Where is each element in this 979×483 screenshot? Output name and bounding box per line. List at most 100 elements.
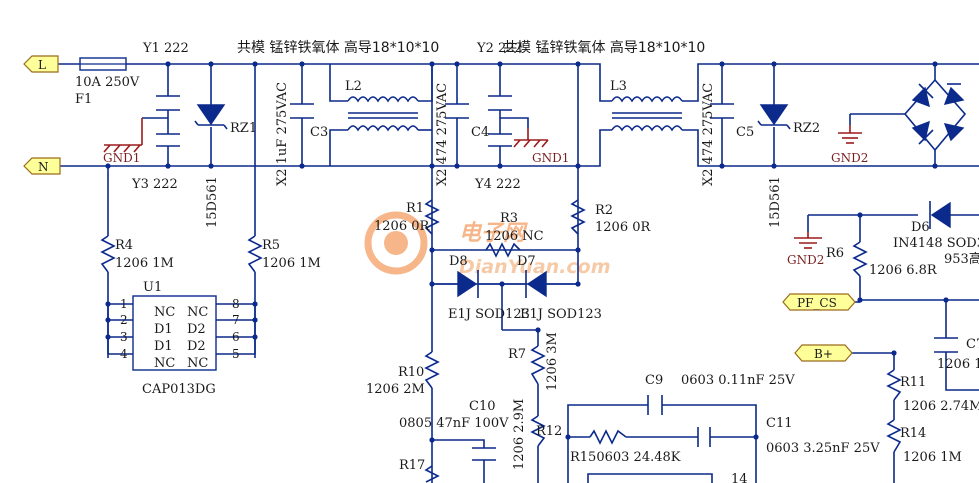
resistor-r12: [530, 415, 546, 447]
label-r14: R14: [900, 426, 926, 441]
diode-d8: [457, 270, 479, 298]
varistor-rz1: [194, 104, 228, 130]
label-r4: R4: [115, 238, 133, 253]
label-c5: C5: [736, 125, 754, 140]
label-choke2: 共模 锰锌铁氧体 高导18*10*10: [503, 39, 705, 56]
ground-gnd2-top: [838, 125, 862, 144]
label-l3: L3: [610, 79, 627, 94]
resistor-r7: [530, 345, 546, 385]
capacitor-y4: [488, 133, 512, 147]
capacitor-y1: [156, 95, 180, 111]
label-r2-value: 1206 0R: [595, 220, 651, 235]
port-n-label: N: [38, 160, 49, 174]
label-r11: R11: [900, 375, 926, 390]
label-r15: R150603 24.48K: [570, 450, 681, 465]
resistor-r14: [886, 419, 902, 453]
label-c7: C7: [966, 337, 979, 352]
label-rz1: RZ1: [230, 121, 257, 136]
watermark-logo-dot: [384, 231, 408, 255]
label-c10: C10: [469, 399, 496, 414]
label-r3-value: 1206 NC: [485, 229, 544, 244]
label-d6: D6: [911, 220, 930, 235]
capacitor-c4: [445, 103, 469, 119]
u1-pin-2: 2: [120, 313, 128, 327]
label-r11-value: 1206 2.74M: [903, 399, 979, 414]
watermark: 电子网 DianYuan.com: [364, 211, 611, 278]
label-y3: Y3 222: [131, 177, 178, 192]
label-r17: R17: [399, 458, 425, 473]
resistor-r4: [100, 235, 116, 273]
label-d7: D7: [517, 254, 536, 269]
u1-pin-name-3: D1: [154, 339, 173, 354]
diode-d6: [929, 201, 951, 229]
inductor-l3: [611, 96, 683, 132]
u1-pin-1: 1: [120, 297, 128, 311]
label-rz2-value: 15D561: [768, 176, 783, 228]
capacitor-c3: [290, 103, 314, 119]
u1-pin-numbers: 1 2 3 4 8 7 6 5: [120, 297, 240, 361]
label-c9-value: 0603 0.11nF 25V: [681, 373, 795, 388]
vertical-labels: X2 1uF 275VAC X2 474 275VAC X2 474 275VA…: [205, 82, 783, 470]
label-u1: U1: [143, 280, 162, 295]
ic-u1: [132, 295, 217, 371]
u1-pin-8: 8: [232, 297, 240, 311]
label-f1: F1: [75, 92, 92, 107]
u1-pin-3: 3: [120, 330, 128, 344]
label-d8: D8: [449, 254, 468, 269]
resistor-r6: [852, 241, 868, 277]
label-y2: Y2 222: [476, 41, 523, 56]
label-gnd2-top: GND2: [831, 151, 868, 165]
u1-pin-name-1: NC: [154, 305, 175, 320]
label-r1: R1: [406, 201, 424, 216]
label-r12-value: 1206 2.9M: [512, 399, 527, 470]
label-l2: L2: [345, 79, 362, 94]
resistor-r2: [570, 199, 586, 235]
port-pf-cs-label: PF_CS: [797, 296, 837, 310]
u1-pin-name-5: NC: [187, 356, 208, 371]
label-c4-value: X2 474 275VAC: [435, 83, 450, 186]
label-choke1: 共模 锰锌铁氧体 高导18*10*10: [237, 39, 439, 56]
ground-gnd1-right: [513, 128, 549, 148]
label-r7: R7: [508, 347, 526, 362]
label-r6: R6: [826, 246, 844, 261]
u1-pin-name-2: D1: [154, 322, 173, 337]
capacitor-y2: [488, 95, 512, 111]
label-r14-value: 1206 1M: [903, 450, 962, 465]
label-c10-value: 0805 47nF 100V: [399, 416, 509, 431]
label-rz1-value: 15D561: [205, 176, 220, 228]
label-r2: R2: [595, 203, 613, 218]
resistor-r1: [424, 199, 440, 235]
label-r7-value: 1206 3M: [545, 332, 560, 391]
port-l-label: L: [38, 58, 46, 72]
capacitor-c11: [697, 427, 711, 447]
u1-pin-name-8: NC: [187, 305, 208, 320]
label-d6-value-2: 953高: [944, 251, 979, 267]
label-r3: R3: [500, 211, 518, 226]
watermark-cn: 电子网: [459, 221, 528, 246]
u1-pin-7: 7: [232, 313, 240, 327]
u1-pin-name-7: D2: [187, 322, 206, 337]
junctions: [105, 61, 949, 443]
u1-pin-names: NC D1 D1 NC NC D2 D2 NC: [154, 305, 208, 371]
resistor-r15: [589, 429, 627, 445]
label-r6-value: 1206 6.8R: [869, 263, 938, 278]
port-b-plus-label: B+: [814, 347, 833, 361]
fuse-f1: [79, 57, 127, 71]
diode-d7: [525, 270, 547, 298]
label-r12: R12: [536, 424, 562, 439]
label-y4: Y4 222: [474, 177, 521, 192]
label-gnd2-mid: GND2: [787, 253, 824, 267]
label-r5-value: 1206 1M: [262, 256, 321, 271]
ground-gnd2-mid: [794, 232, 822, 249]
label-c9: C9: [645, 373, 663, 388]
label-y1: Y1 222: [142, 41, 189, 56]
watermark-logo-ring: [364, 211, 428, 275]
bridge-rectifier: [903, 79, 967, 152]
port-b-plus: B+: [794, 344, 853, 362]
port-l: L: [23, 55, 59, 73]
watermark-url: DianYuan.com: [459, 256, 611, 278]
port-pf-cs: PF_CS: [782, 293, 856, 311]
label-d7-part: E1J SOD123: [520, 307, 602, 322]
resistor-r11: [886, 369, 902, 401]
label-c5-value: X2 474 275VAC: [701, 83, 716, 186]
